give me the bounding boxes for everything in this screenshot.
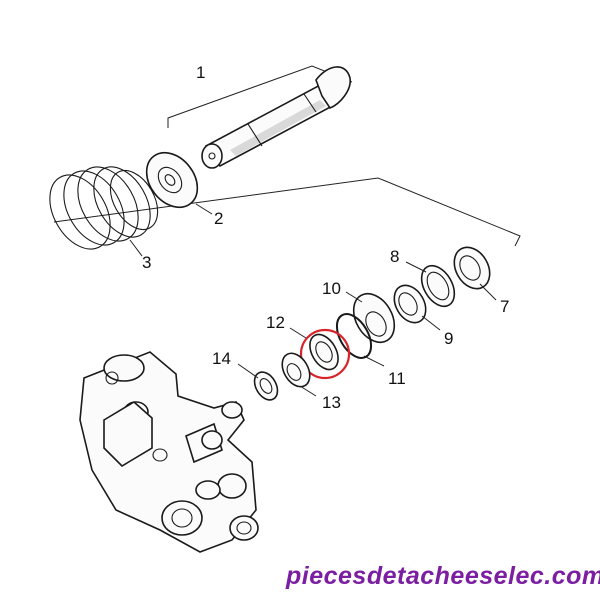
part-14-washer [253, 371, 279, 401]
leader-9 [421, 315, 441, 331]
part-label-1: 1 [196, 63, 205, 82]
part-label-9: 9 [444, 329, 453, 348]
part-3-spring [49, 166, 159, 250]
highlight-circle [299, 328, 351, 380]
part-13-bushing [281, 352, 311, 388]
part-label-11: 11 [388, 369, 406, 388]
part-label-13: 13 [322, 393, 341, 412]
watermark-text: piecesdetacheeselec.com [285, 562, 600, 590]
part-7-seal [453, 246, 491, 290]
assembly-bracket [53, 177, 521, 247]
leader-14 [237, 363, 259, 379]
part-label-7: 7 [500, 297, 509, 316]
part-12-seal-ring [309, 333, 339, 371]
part-8-ring [420, 264, 456, 308]
leader-11 [363, 355, 385, 367]
part-label-8: 8 [390, 247, 399, 266]
leader-13 [299, 385, 317, 397]
part-label-12: 12 [266, 313, 285, 332]
leader-12 [289, 327, 307, 339]
leader-7 [479, 283, 497, 301]
part-label-10: 10 [322, 279, 341, 298]
part-labels: 1 2 3 7 8 9 10 11 12 13 14 [142, 63, 509, 412]
leader-3 [129, 239, 143, 257]
pump-housing [79, 351, 259, 553]
part-label-14: 14 [212, 349, 231, 368]
part-label-3: 3 [142, 253, 151, 272]
leader-2 [195, 203, 213, 215]
part-label-2: 2 [214, 209, 223, 228]
leader-10 [345, 291, 363, 303]
leader-8 [405, 261, 427, 273]
part-2-disc [145, 151, 199, 209]
part-9-seal [393, 284, 427, 324]
part-1-piston [201, 66, 351, 169]
part-10-housing-ring [352, 292, 396, 344]
leader-lines [129, 203, 497, 397]
